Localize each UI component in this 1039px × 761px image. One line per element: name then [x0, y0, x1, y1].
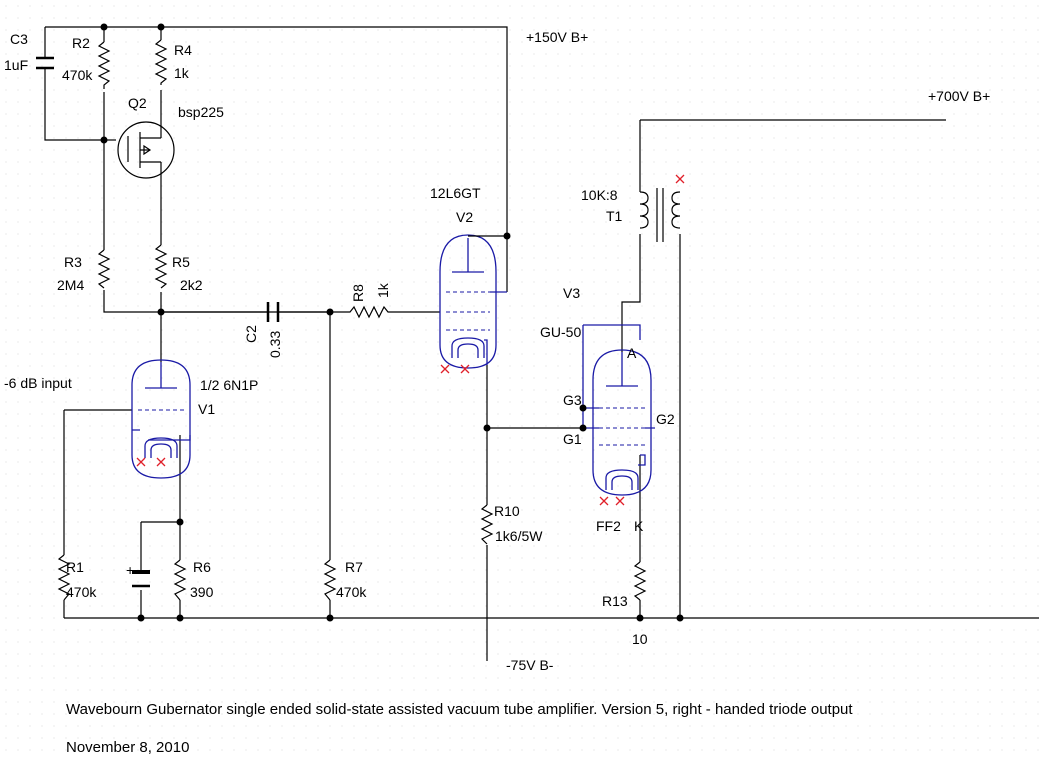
r4-value: 1k — [174, 65, 190, 81]
r6-value: 390 — [190, 584, 214, 600]
r5-value: 2k2 — [180, 277, 203, 293]
r2-ref: R2 — [72, 35, 90, 51]
resistors — [57, 39, 647, 601]
v3-ref: V3 — [563, 285, 580, 301]
r13-ref: R13 — [602, 593, 628, 609]
r2-value: 470k — [62, 67, 93, 83]
electrolytic-symbol — [132, 570, 150, 574]
r8-symbol — [330, 305, 440, 319]
r2-symbol — [97, 41, 111, 89]
c3-ref: C3 — [10, 31, 28, 47]
r8-ref: R8 — [350, 284, 366, 302]
rail-minus-label: -75V B- — [506, 657, 554, 673]
pin-g3-label: G3 — [563, 392, 582, 408]
v2-value: 12L6GT — [430, 185, 481, 201]
r4-ref: R4 — [174, 42, 192, 58]
v2-tube — [439, 234, 507, 369]
rail-150v-label: +150V B+ — [526, 29, 588, 45]
c3-symbol — [36, 56, 54, 70]
r7-symbol — [323, 559, 337, 601]
t1-transformer — [639, 188, 681, 242]
r10-value: 1k6/5W — [495, 528, 543, 544]
v1-value: 1/2 6N1P — [200, 377, 258, 393]
r1-symbol — [57, 554, 71, 601]
c3-value: 1uF — [4, 57, 28, 73]
date: November 8, 2010 — [66, 739, 189, 756]
rail-700v-label: +700V B+ — [928, 88, 990, 104]
c2-ref: C2 — [243, 325, 259, 343]
v2-ref: V2 — [456, 209, 473, 225]
q2-mosfet — [117, 121, 175, 179]
r7-ref: R7 — [345, 559, 363, 575]
v1-tube — [131, 359, 191, 479]
labels: +150V B+ +700V B+ -75V B- C3 1uF R2 470k… — [4, 29, 990, 756]
r3-symbol — [97, 249, 111, 289]
q2-ref: Q2 — [128, 95, 147, 111]
r1-ref: R1 — [66, 559, 84, 575]
r6-symbol — [173, 559, 187, 601]
c2-value: 0.33 — [267, 331, 283, 358]
v3-value: GU-50 — [540, 324, 581, 340]
r3-ref: R3 — [64, 254, 82, 270]
pin-a-label: A — [627, 345, 637, 361]
r10-symbol — [480, 504, 494, 545]
pin-g2-label: G2 — [656, 411, 675, 427]
t1-ref: T1 — [606, 208, 623, 224]
v1-ref: V1 — [198, 401, 215, 417]
input-label: -6 dB input — [4, 375, 72, 391]
q2-value: bsp225 — [178, 104, 224, 120]
r5-symbol — [154, 244, 168, 289]
r6-ref: R6 — [193, 559, 211, 575]
r13-symbol — [633, 561, 647, 601]
r13-value: 10 — [632, 631, 648, 647]
r7-value: 470k — [336, 584, 367, 600]
r5-ref: R5 — [172, 254, 190, 270]
pin-k-label: K — [634, 518, 644, 534]
pin-ff2-label: FF2 — [596, 518, 621, 534]
capacitors — [36, 56, 330, 588]
v3-tube — [582, 324, 655, 496]
r3-value: 2M4 — [57, 277, 84, 293]
r1-value: 470k — [66, 584, 97, 600]
r8-value: 1k — [375, 282, 391, 298]
junctions — [100, 23, 684, 622]
pin-g1-label: G1 — [563, 431, 582, 447]
caption: Wavebourn Gubernator single ended solid-… — [66, 701, 853, 718]
r4-symbol — [154, 39, 168, 85]
no-connect-marks — [136, 174, 685, 506]
wires — [44, 26, 1039, 661]
r10-ref: R10 — [494, 503, 520, 519]
t1-value: 10K:8 — [581, 187, 618, 203]
electrolytic-plus: + — [126, 562, 134, 578]
